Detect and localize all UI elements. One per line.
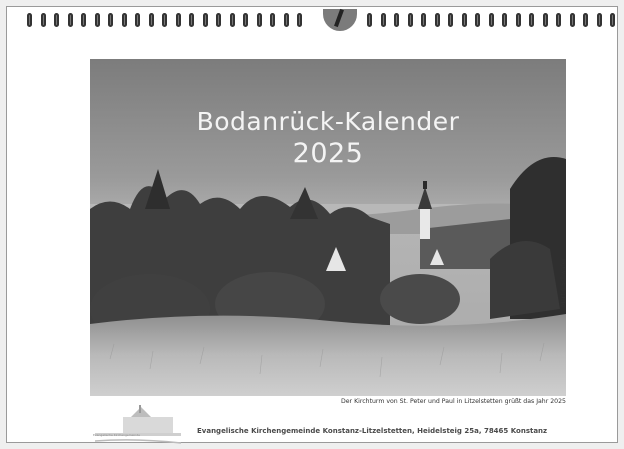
spiral-ring-icon	[448, 13, 453, 27]
spiral-ring-icon	[283, 13, 289, 27]
calendar-title: Bodanrück-Kalender	[196, 107, 460, 136]
spiral-ring-icon	[108, 13, 113, 27]
photo-credit: Martin Schwafer	[560, 258, 567, 307]
calendar-year: 2025	[292, 138, 364, 169]
spiral-ring-icon	[297, 13, 302, 27]
spiral-ring-icon	[189, 13, 194, 27]
cover-photo	[90, 59, 566, 396]
spiral-ring-icon	[67, 13, 73, 27]
spiral-ring-icon	[407, 13, 413, 27]
spiral-ring-icon	[162, 13, 167, 27]
spiral-ring-icon	[243, 13, 248, 27]
spiral-ring-icon	[81, 13, 86, 27]
spiral-ring-icon	[529, 13, 534, 27]
spiral-ring-icon	[256, 13, 262, 27]
landscape-photo-icon	[90, 59, 566, 396]
spiral-ring-icon	[121, 13, 127, 27]
church-logo-icon	[95, 405, 181, 444]
spiral-ring-icon	[421, 13, 426, 27]
spiral-ring-icon	[175, 13, 181, 27]
footer-address: Evangelische Kirchengemeinde Konstanz-Li…	[197, 427, 548, 435]
spiral-ring-icon	[515, 13, 521, 27]
spiral-ring-icon	[488, 13, 494, 27]
spiral-ring-icon	[380, 13, 386, 27]
spiral-ring-icon	[461, 13, 467, 27]
spiral-ring-icon	[229, 13, 235, 27]
spiral-ring-icon	[367, 13, 372, 27]
spiral-ring-icon	[610, 13, 615, 27]
photo-caption: Der Kirchturm von St. Peter und Paul in …	[340, 398, 566, 405]
spiral-ring-icon	[542, 13, 548, 27]
spiral-ring-icon	[40, 13, 46, 27]
spiral-ring-icon	[556, 13, 561, 27]
spiral-ring-icon	[202, 13, 208, 27]
spiral-ring-icon	[502, 13, 507, 27]
spiral-ring-icon	[216, 13, 221, 27]
calendar-page: Bodanrück-Kalender 2025 Martin Schwafer …	[6, 6, 624, 444]
spiral-ring-icon	[569, 13, 575, 27]
spiral-ring-icon	[434, 13, 440, 27]
spiral-ring-icon	[475, 13, 480, 27]
spiral-ring-icon	[596, 13, 602, 27]
spiral-ring-icon	[135, 13, 140, 27]
spiral-ring-icon	[148, 13, 154, 27]
spiral-ring-icon	[94, 13, 100, 27]
spiral-binding	[27, 8, 624, 31]
spiral-ring-icon	[27, 13, 32, 27]
spiral-ring-icon	[583, 13, 588, 27]
spiral-ring-icon	[54, 13, 59, 27]
logo-text: Evangelische Kirchengemeinde	[93, 433, 141, 437]
spiral-ring-icon	[394, 13, 399, 27]
spiral-ring-icon	[270, 13, 275, 27]
